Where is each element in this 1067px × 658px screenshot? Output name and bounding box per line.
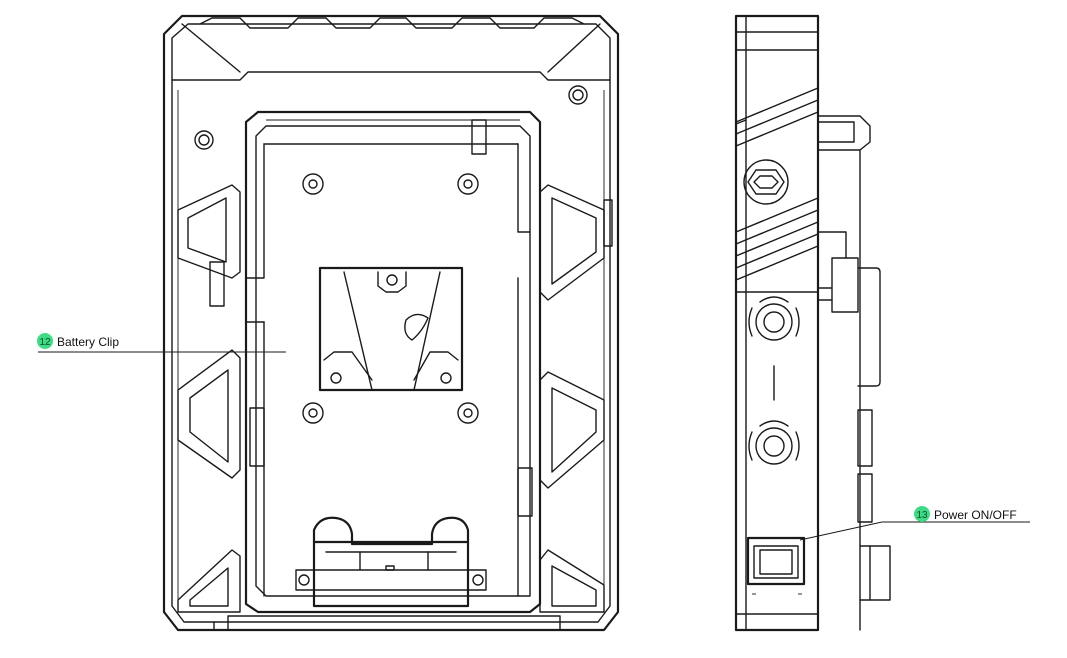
side-connector-lower	[748, 420, 800, 465]
v-mount-receiver	[318, 266, 464, 392]
side-plate-profile	[817, 115, 891, 631]
top-left-screw	[194, 130, 214, 150]
battery-plate-inner	[255, 125, 531, 597]
top-right-screw	[568, 85, 588, 105]
callout-13-number: 13	[916, 510, 928, 521]
callout-12: 12 Battery Clip	[37, 333, 286, 353]
callout-13: 13 Power ON/OFF	[799, 506, 1030, 541]
side-outer-housing	[734, 14, 820, 632]
side-grip-texture-mid	[735, 197, 819, 281]
front-inner-housing	[171, 23, 611, 623]
callout-13-badge	[914, 506, 930, 522]
power-switch	[746, 536, 806, 595]
left-grip-segments	[177, 90, 241, 613]
battery-latch	[209, 261, 533, 517]
side-grip-texture-top	[735, 87, 819, 147]
front-view	[162, 14, 620, 632]
battery-plate-outer	[244, 110, 542, 614]
bottom-connector	[295, 516, 487, 608]
callout-12-number: 12	[39, 337, 51, 348]
callout-12-label: Battery Clip	[57, 335, 119, 349]
right-grip-segments	[539, 90, 613, 613]
plate-mounting-screws	[302, 173, 479, 424]
side-hex-bolt	[743, 159, 789, 205]
callout-12-badge	[37, 333, 53, 349]
side-view	[734, 14, 891, 632]
front-outer-housing	[162, 14, 620, 632]
front-top-rim	[199, 17, 585, 29]
callout-13-leader-diagonal	[799, 521, 883, 541]
side-connector-upper	[748, 296, 800, 341]
callout-13-label: Power ON/OFF	[934, 508, 1017, 522]
front-top-bevel	[171, 71, 611, 81]
